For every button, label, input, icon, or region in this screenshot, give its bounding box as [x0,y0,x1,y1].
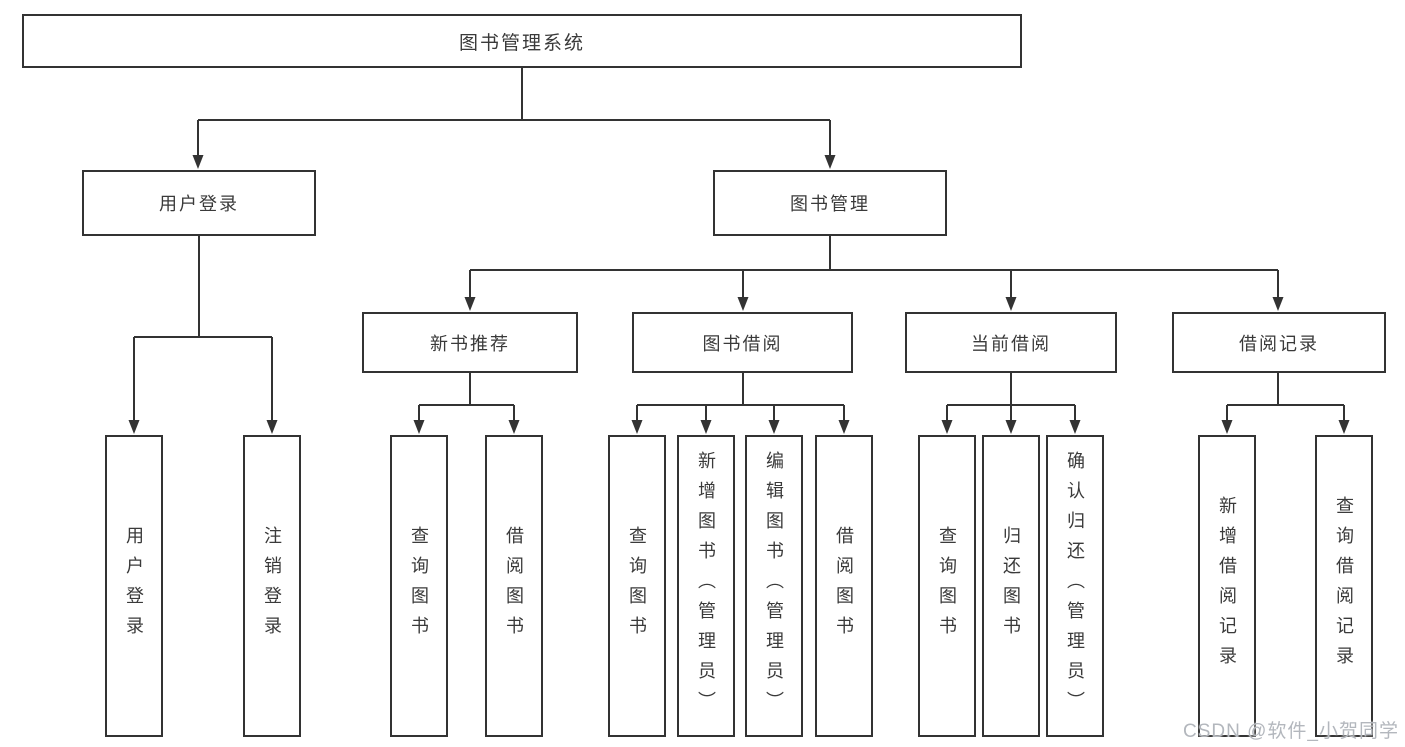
leaf-add-borrow-record: 新增借阅记录 [1198,435,1256,737]
leaf-label: 查询图书 [937,526,957,646]
leaf-return-books: 归还图书 [982,435,1040,737]
node-label: 当前借阅 [971,333,1051,354]
node-root-system: 图书管理系统 [22,14,1022,68]
leaf-label: 新增图书（管理员） [696,451,716,721]
node-label: 图书管理系统 [458,32,585,54]
node-label: 图书管理 [790,194,870,214]
leaf-label: 查询图书 [627,526,647,646]
leaf-confirm-return-admin: 确认归还（管理员） [1046,435,1104,737]
leaf-label: 查询图书 [409,526,429,646]
leaf-label: 注销登录 [262,526,282,646]
node-user-login-branch: 用户登录 [82,170,316,236]
node-book-management: 图书管理 [713,170,947,236]
leaf-label: 编辑图书（管理员） [764,451,784,721]
csdn-watermark: CSDN @软件_小贺同学 [1183,721,1399,742]
leaf-add-books-admin: 新增图书（管理员） [677,435,735,737]
node-new-book-recommend: 新书推荐 [362,312,578,373]
node-current-borrow: 当前借阅 [905,312,1117,373]
leaf-label: 借阅图书 [834,526,854,646]
leaf-label: 确认归还（管理员） [1065,451,1085,721]
leaf-borrow-books: 借阅图书 [815,435,873,737]
node-book-borrow: 图书借阅 [632,312,853,373]
node-label: 借阅记录 [1239,333,1319,354]
leaf-user-login: 用户登录 [105,435,163,737]
leaf-borrow-books-recommend: 借阅图书 [485,435,543,737]
node-label: 新书推荐 [430,333,510,354]
leaf-logout: 注销登录 [243,435,301,737]
leaf-label: 新增借阅记录 [1217,496,1237,676]
leaf-query-books-current: 查询图书 [918,435,976,737]
arrowheads [128,155,1350,434]
leaf-query-books-borrow: 查询图书 [608,435,666,737]
node-borrow-records: 借阅记录 [1172,312,1386,373]
leaf-query-borrow-record: 查询借阅记录 [1315,435,1373,737]
leaf-query-books-recommend: 查询图书 [390,435,448,737]
leaf-label: 借阅图书 [504,526,524,646]
node-label: 图书借阅 [702,333,783,354]
leaf-label: 归还图书 [1001,526,1021,646]
leaf-edit-books-admin: 编辑图书（管理员） [745,435,803,737]
node-label: 用户登录 [159,194,239,214]
leaf-label: 查询借阅记录 [1334,496,1354,676]
leaf-label: 用户登录 [124,526,144,646]
